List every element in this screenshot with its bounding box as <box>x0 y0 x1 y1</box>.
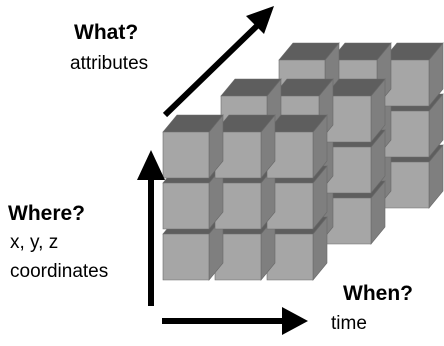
cube <box>214 114 276 179</box>
cube <box>266 114 328 179</box>
cube <box>382 42 444 107</box>
cube <box>330 42 392 107</box>
cube <box>162 114 224 179</box>
when-label: When? <box>343 282 413 305</box>
coordinates-label: coordinates <box>10 261 109 282</box>
what-label: What? <box>74 21 139 44</box>
attributes-label: attributes <box>70 53 149 74</box>
cube <box>214 216 276 281</box>
cube <box>324 78 386 143</box>
time-label: time <box>331 313 367 334</box>
cube-grid <box>162 42 444 281</box>
where-arrow <box>137 150 165 306</box>
cube <box>324 180 386 245</box>
when-arrow <box>162 307 308 335</box>
where-label: Where? <box>8 202 86 225</box>
what-arrow <box>162 6 274 118</box>
xyz-label: x, y, z <box>10 232 59 253</box>
